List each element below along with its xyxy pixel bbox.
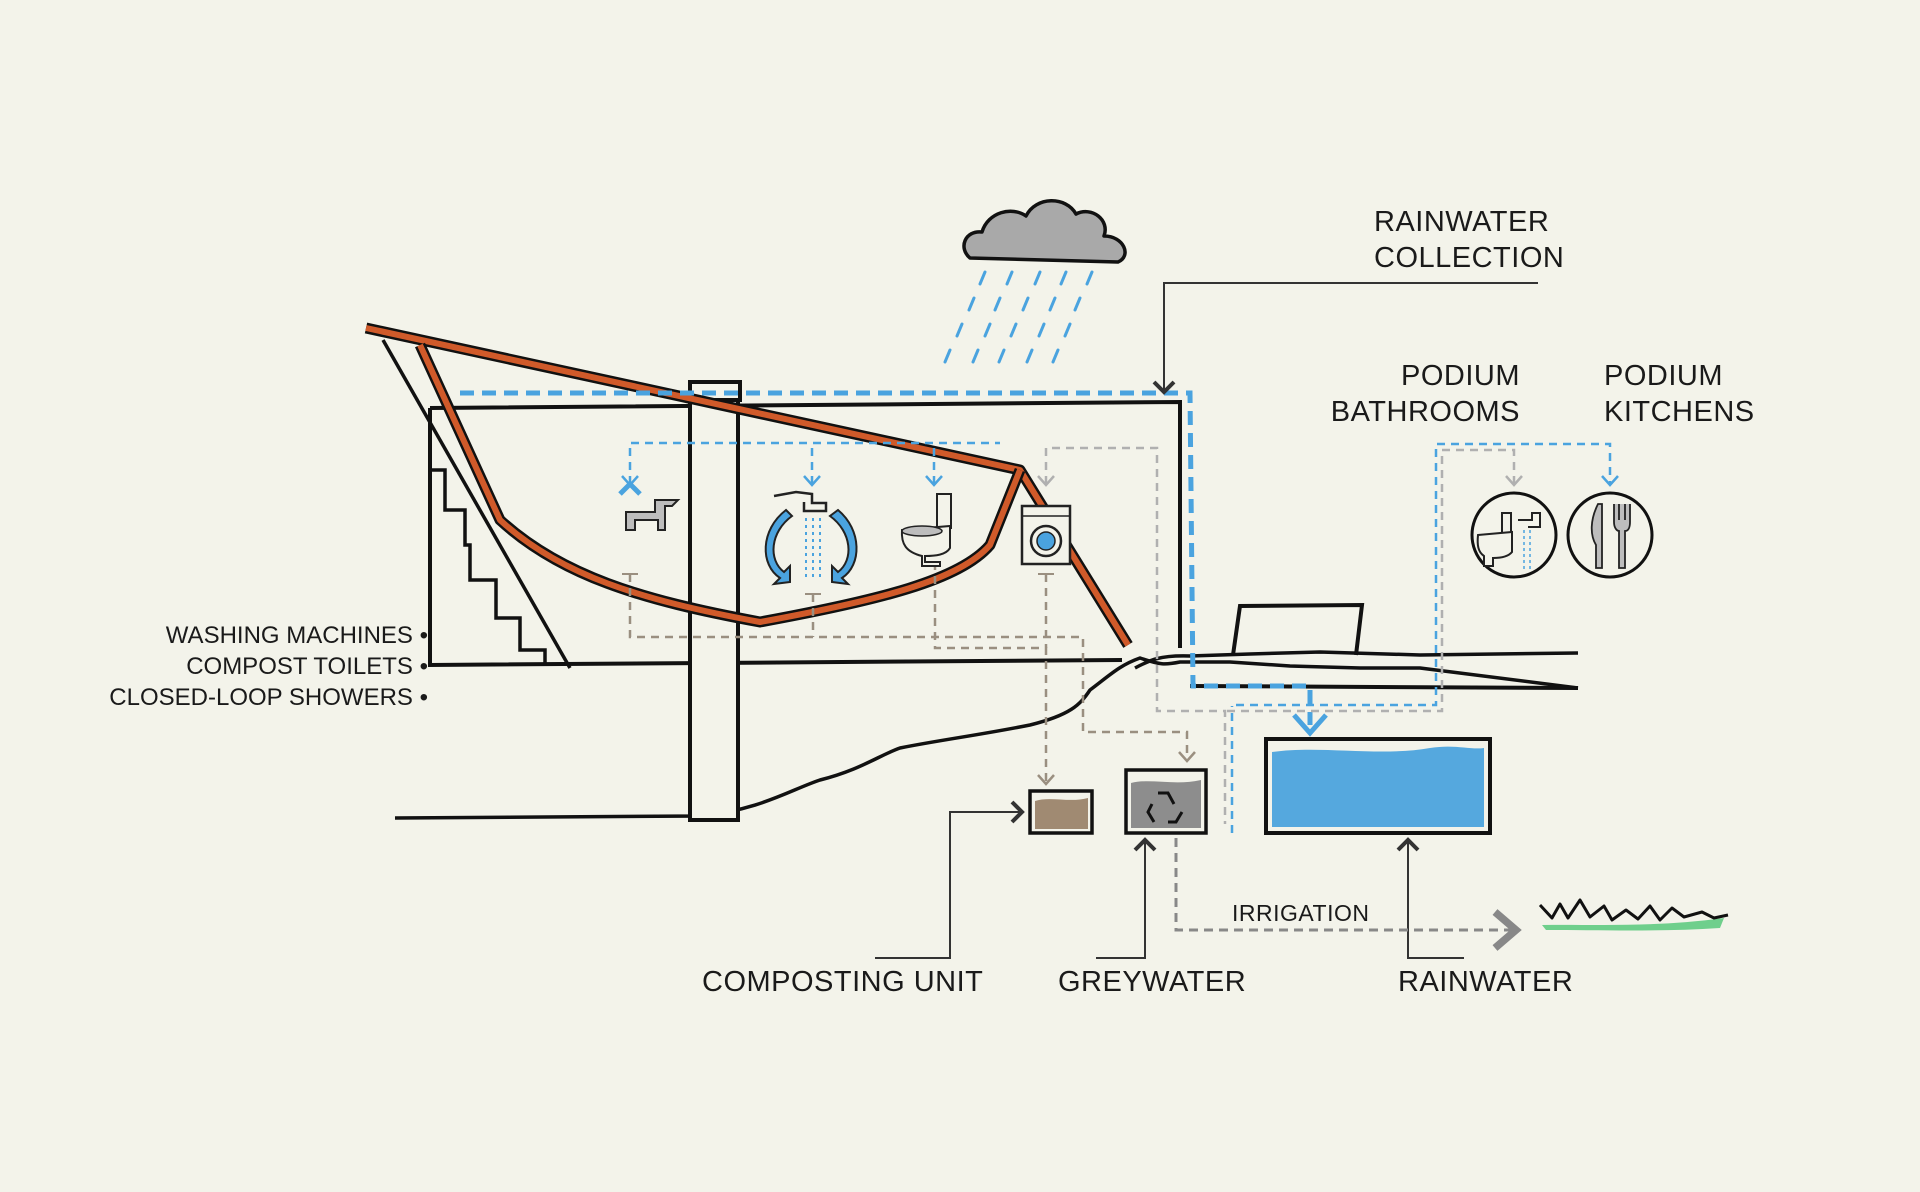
irrigation-line <box>1174 838 1522 951</box>
legend-item: WASHING MACHINES <box>109 620 428 651</box>
legend-item: CLOSED-LOOP SHOWERS <box>109 682 428 713</box>
ground-line-upper <box>1134 650 1579 670</box>
recycle-icon <box>1146 791 1184 824</box>
drain-lines <box>628 562 1189 782</box>
greywater-leader <box>1096 837 1157 959</box>
greywater-tank <box>1124 768 1208 835</box>
stairs <box>428 430 547 665</box>
cutlery-icon <box>1566 491 1654 579</box>
column <box>688 380 740 822</box>
podium-bathrooms-label: PODIUM BATHROOMS <box>1330 360 1520 428</box>
rainwater-collection-label: RAINWATER COLLECTION <box>1374 206 1565 274</box>
legend-item: COMPOST TOILETS <box>109 651 428 682</box>
rainwater-tank <box>1264 737 1492 835</box>
toilet-icon <box>900 493 952 567</box>
supply-lines <box>618 441 1612 833</box>
rainwater-leader <box>1396 837 1464 959</box>
rain-drops <box>943 270 1094 364</box>
supply-arrows <box>621 475 1619 487</box>
grass-icon <box>1538 898 1729 931</box>
cloud-icon <box>962 199 1127 264</box>
fixture-legend: WASHING MACHINES COMPOST TOILETS CLOSED-… <box>109 620 428 713</box>
irrigation-label: IRRIGATION <box>1232 900 1370 926</box>
stair-slope <box>381 339 572 669</box>
shower-icon <box>764 490 858 595</box>
rainwater-tank-inlet <box>1292 713 1328 737</box>
tap-icon <box>622 499 681 575</box>
greywater-label: GREYWATER <box>1058 966 1247 998</box>
rainwater-collection-leader <box>1152 282 1538 395</box>
rainwater-label: RAINWATER <box>1398 966 1574 998</box>
composting-leader <box>875 800 1025 959</box>
rainwater-main-pipe <box>460 390 1313 725</box>
podium-kitchens-label: PODIUM KITCHENS <box>1604 360 1755 428</box>
roof-truss <box>364 322 1133 648</box>
greywater-lines <box>1044 446 1516 824</box>
podium-bathroom-icon <box>1470 491 1558 579</box>
washing-machine-icon <box>1020 504 1072 575</box>
composting-unit <box>1028 789 1094 835</box>
drain-arrows <box>1037 751 1196 786</box>
building-outline <box>428 399 1182 668</box>
podium-block <box>1231 602 1365 656</box>
composting-unit-label: COMPOSTING UNIT <box>702 966 984 998</box>
greywater-arrows <box>1037 475 1523 487</box>
